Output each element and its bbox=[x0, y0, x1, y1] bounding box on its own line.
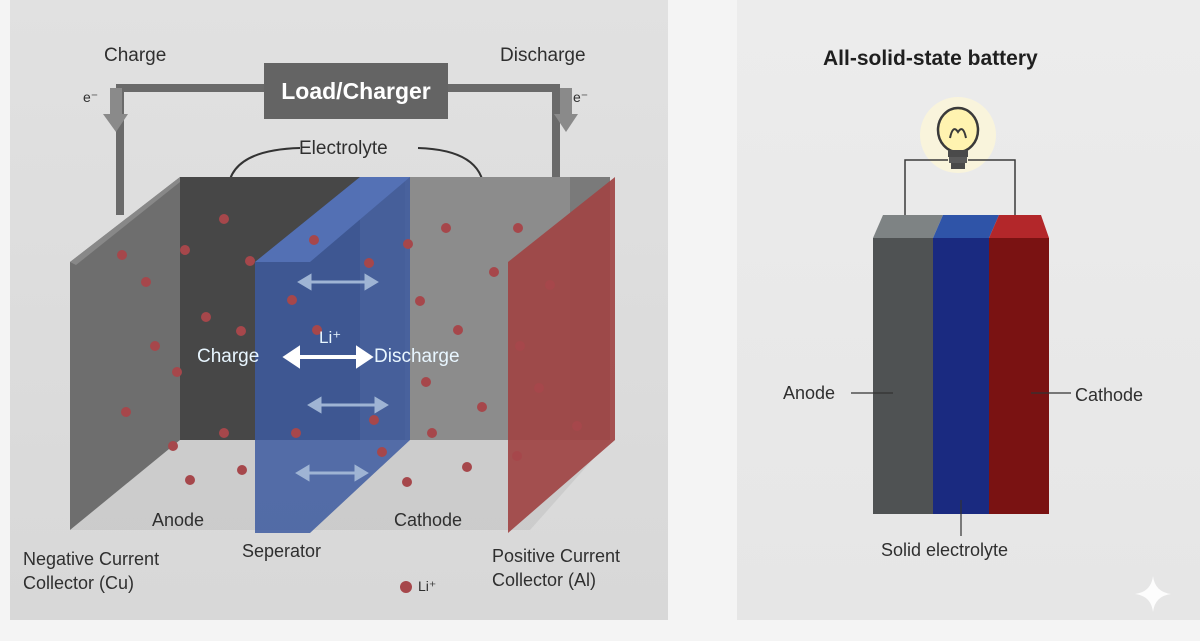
anode-label: Anode bbox=[152, 510, 205, 530]
li-ion bbox=[512, 451, 522, 461]
li-ion bbox=[377, 447, 387, 457]
li-ion bbox=[121, 407, 131, 417]
solid-electrolyte-label: Solid electrolyte bbox=[881, 540, 1009, 560]
li-ion bbox=[477, 402, 487, 412]
li-ion bbox=[201, 312, 211, 322]
discharge-ion-label: Discharge bbox=[374, 346, 460, 367]
li-ion bbox=[219, 428, 229, 438]
anode-top-face bbox=[873, 215, 943, 238]
li-ion bbox=[545, 280, 555, 290]
cathode-block bbox=[989, 238, 1049, 514]
cathode-label: Cathode bbox=[394, 510, 463, 530]
li-ion bbox=[403, 239, 413, 249]
li-ion bbox=[369, 415, 379, 425]
li-ion bbox=[185, 475, 195, 485]
negative-collector-edge bbox=[70, 177, 180, 265]
li-ion bbox=[515, 341, 525, 351]
positive-collector-plate bbox=[508, 177, 615, 533]
li-ion bbox=[312, 325, 322, 335]
ion-arrow-top bbox=[297, 273, 379, 291]
charge-direction-label: Charge bbox=[104, 45, 167, 66]
separator-top bbox=[255, 177, 410, 262]
li-ion bbox=[489, 267, 499, 277]
ion-arrow-main bbox=[282, 345, 374, 369]
li-ion bbox=[172, 367, 182, 377]
li-ion bbox=[462, 462, 472, 472]
positive-collector-label-line1: Positive Current bbox=[492, 546, 621, 566]
solid-electrolyte-block bbox=[933, 238, 989, 514]
electrolyte-label: Electrolyte bbox=[299, 138, 388, 159]
li-ion bbox=[427, 428, 437, 438]
li-ion bbox=[291, 428, 301, 438]
light-bulb-icon bbox=[936, 106, 980, 169]
li-ion bbox=[415, 296, 425, 306]
separator-label: Seperator bbox=[242, 541, 322, 561]
li-ion bbox=[168, 441, 178, 451]
li-ion bbox=[150, 341, 160, 351]
electrolyte-top-face bbox=[933, 215, 999, 238]
li-ion bbox=[364, 258, 374, 268]
negative-collector-label-line1: Negative Current bbox=[23, 549, 160, 569]
li-ion bbox=[287, 295, 297, 305]
li-ion bbox=[237, 465, 247, 475]
solid-cathode-label: Cathode bbox=[1075, 385, 1144, 405]
li-ion bbox=[453, 325, 463, 335]
electron-label-right: e⁻ bbox=[573, 89, 589, 105]
li-ion bbox=[421, 377, 431, 387]
li-ion bbox=[180, 245, 190, 255]
liquid-battery-diagram bbox=[70, 84, 615, 593]
li-ion bbox=[441, 223, 451, 233]
legend-li-ion bbox=[400, 581, 412, 593]
cathode-top-face bbox=[989, 215, 1049, 238]
li-ion bbox=[141, 277, 151, 287]
solid-state-title: All-solid-state battery bbox=[823, 47, 1038, 70]
negative-collector-plate bbox=[70, 177, 180, 530]
anode-block bbox=[873, 238, 933, 514]
ion-arrow-lower bbox=[307, 396, 389, 414]
electron-arrow-left bbox=[103, 88, 128, 132]
charge-ion-label: Charge bbox=[197, 346, 260, 367]
li-ion bbox=[245, 256, 255, 266]
positive-collector-label-line2: Collector (Al) bbox=[492, 570, 597, 590]
legend-li-label: Li⁺ bbox=[418, 578, 437, 594]
li-ion bbox=[117, 250, 127, 260]
solid-state-battery-panel: All-solid-state battery Anode Cathode So… bbox=[737, 0, 1200, 620]
negative-collector-label-line2: Collector (Cu) bbox=[23, 573, 135, 593]
li-ion bbox=[572, 421, 582, 431]
li-ion bbox=[402, 477, 412, 487]
li-ion bbox=[309, 235, 319, 245]
solid-anode-label: Anode bbox=[783, 383, 836, 403]
discharge-direction-label: Discharge bbox=[500, 45, 586, 66]
li-ion bbox=[534, 383, 544, 393]
load-charger-box: Load/Charger bbox=[264, 63, 448, 119]
solid-state-battery-diagram bbox=[851, 97, 1071, 536]
liquid-battery-panel: Load/Charger Charge Discharge e⁻ e⁻ Elec… bbox=[10, 0, 668, 620]
electron-label-left: e⁻ bbox=[83, 89, 99, 105]
ion-arrow-bottom bbox=[295, 464, 369, 482]
electron-arrow-right bbox=[554, 88, 578, 132]
li-ion-label: Li⁺ bbox=[319, 328, 342, 347]
bulb-wire bbox=[904, 159, 1016, 222]
sparkle-icon bbox=[1135, 576, 1171, 612]
lithium-ions bbox=[117, 214, 582, 593]
li-ion bbox=[219, 214, 229, 224]
li-ion bbox=[236, 326, 246, 336]
li-ion bbox=[513, 223, 523, 233]
